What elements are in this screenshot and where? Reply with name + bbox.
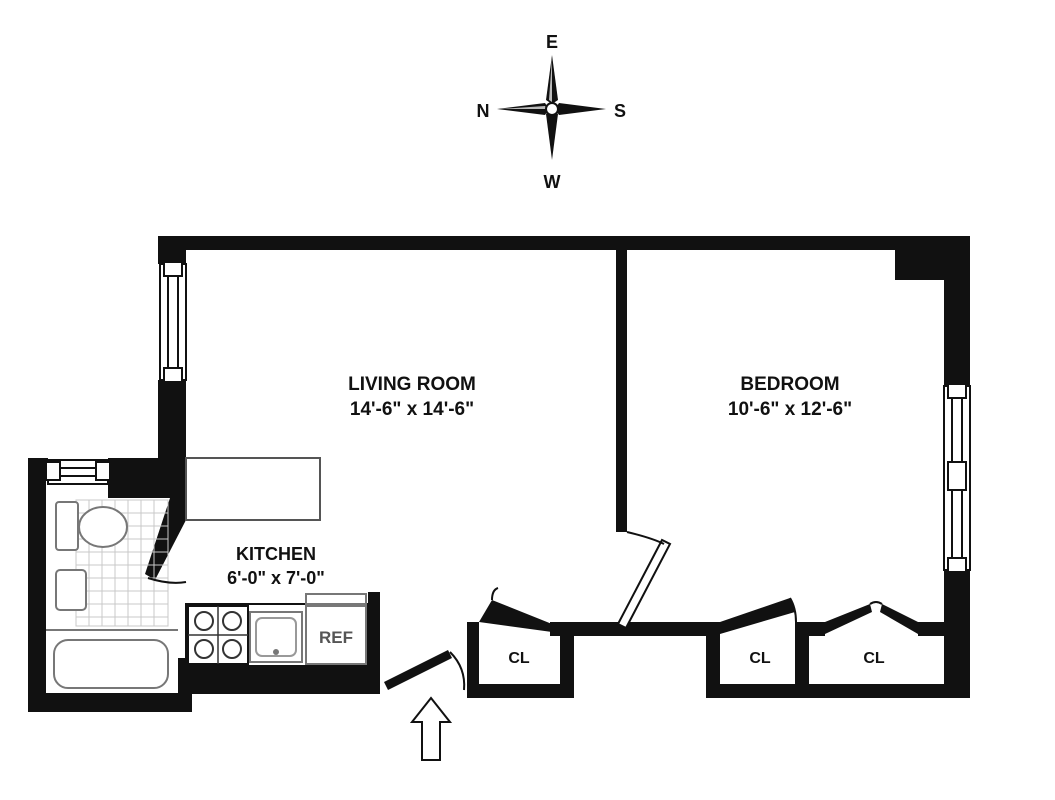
kitchen-sink: [249, 611, 303, 663]
living-room-name: LIVING ROOM: [348, 374, 476, 395]
closet-2-label: CL: [749, 650, 771, 667]
entry-arrow-icon: [409, 696, 453, 761]
bedroom-dimensions: 10'-6" x 12'-6": [728, 399, 852, 420]
kitchen-counter-island: [185, 457, 321, 521]
refrigerator-label: REF: [319, 628, 353, 647]
compass-east-label: E: [546, 32, 558, 52]
compass-north-label: N: [477, 101, 490, 121]
entry-door: [384, 650, 466, 691]
bathroom-sink: [55, 569, 87, 611]
stove: [187, 605, 249, 665]
window-bedroom-east: [943, 383, 971, 573]
bedroom-door: [616, 531, 672, 630]
kitchen-dimensions: 6'-0" x 7'-0": [227, 568, 325, 588]
closet-door-swings: [491, 587, 883, 623]
bedroom-name: BEDROOM: [740, 374, 839, 395]
kitchen: REF: [185, 457, 369, 667]
refrigerator: REF: [305, 593, 367, 665]
window-living-room-west: [159, 261, 187, 383]
window-bathroom: [45, 459, 111, 485]
kitchen-name: KITCHEN: [236, 544, 316, 564]
closet-3-label: CL: [863, 650, 885, 667]
bathroom-tile-grid: [75, 499, 169, 627]
living-room-dimensions: 14'-6" x 14'-6": [350, 399, 474, 420]
compass-south-label: S: [614, 101, 626, 121]
walls: [28, 236, 970, 712]
compass-rose: E N S W: [477, 32, 627, 192]
compass-west-label: W: [544, 172, 561, 192]
bathtub: [53, 639, 169, 689]
closet-1-label: CL: [508, 650, 530, 667]
bathroom: [46, 499, 178, 689]
bathroom-door-swing: [147, 577, 187, 584]
toilet-bowl: [78, 506, 128, 548]
toilet-tank: [55, 501, 79, 551]
